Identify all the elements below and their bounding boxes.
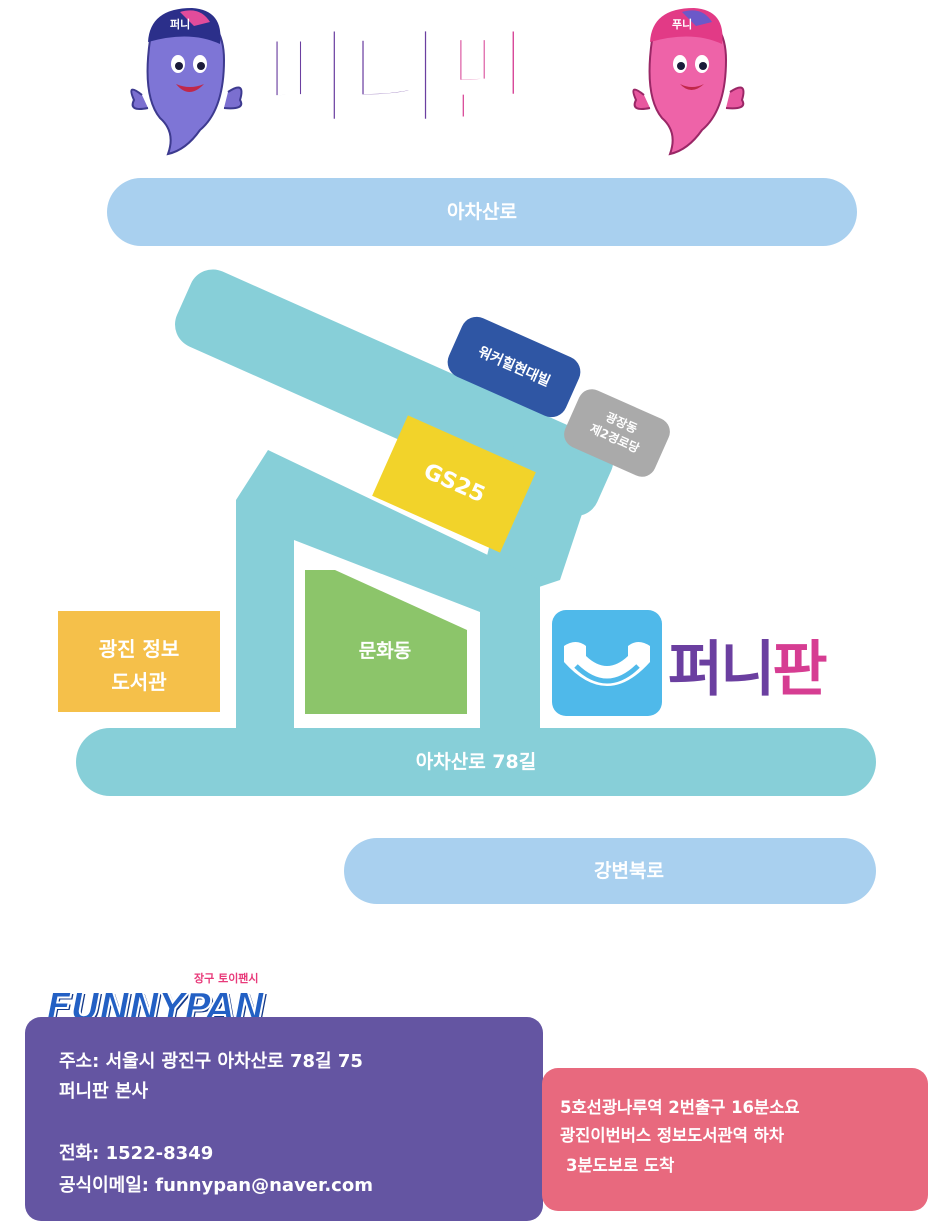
mascot-punny-icon: 퍼니	[130, 8, 243, 156]
address-line: 주소: 서울시 광진구 아차산로 78길 75	[59, 1051, 363, 1072]
svg-text:퍼니: 퍼니	[170, 17, 190, 31]
directions-line-2: 광진이번버스 정보도서관역 하차	[560, 1126, 785, 1145]
munhwa-block	[305, 570, 467, 714]
email-line: 공식이메일: funnypan@naver.com	[59, 1175, 373, 1196]
directions-box: 5호선광나루역 2번출구 16분소요 광진이번버스 정보도서관역 하차 3분도보…	[542, 1068, 928, 1211]
phone-line: 전화: 1522-8349	[59, 1143, 214, 1164]
header-title-part1: 퍼니	[254, 16, 445, 140]
munhwa-label: 문화동	[358, 640, 412, 662]
header-title-part2: 판	[437, 16, 537, 140]
mascot-puni-icon: 푸니	[632, 8, 745, 156]
location-map: 아차산로 GS25 문화동 워커힐현대빌 광장동 제2경로당 광진 정보 도서관	[58, 178, 876, 904]
road-bottom-label: 강변북로	[594, 860, 664, 882]
address-box: 주소: 서울시 광진구 아차산로 78길 75 퍼니판 본사 전화: 1522-…	[25, 1017, 543, 1221]
road-top: 아차산로	[107, 178, 857, 246]
library-label-1: 광진 정보	[98, 637, 180, 661]
road-middle: 아차산로 78길	[76, 728, 876, 796]
funnypan-name-part2: 판	[772, 635, 827, 705]
gwangjin-library: 광진 정보 도서관	[58, 611, 220, 712]
funnypan-location-marker	[552, 610, 662, 716]
funnypan-location-name: 퍼니판	[668, 630, 828, 710]
office-line: 퍼니판 본사	[59, 1081, 149, 1102]
road-middle-label: 아차산로 78길	[415, 751, 537, 773]
header: 퍼니 퍼니판 푸니	[110, 0, 830, 160]
funnypan-smile-icon	[564, 642, 650, 686]
header-title: 퍼니판	[254, 16, 666, 140]
library-label-2: 도서관	[111, 670, 167, 694]
svg-text:푸니: 푸니	[672, 17, 692, 31]
directions-line-3: 3분도보로 도착	[566, 1156, 675, 1175]
road-top-label: 아차산로	[447, 201, 517, 223]
logo-tagline: 장구 토이팬시	[194, 972, 259, 985]
funnypan-name-part1: 퍼니	[668, 635, 775, 705]
road-bottom: 강변북로	[344, 838, 876, 904]
directions-line-1: 5호선광나루역 2번출구 16분소요	[560, 1098, 800, 1117]
